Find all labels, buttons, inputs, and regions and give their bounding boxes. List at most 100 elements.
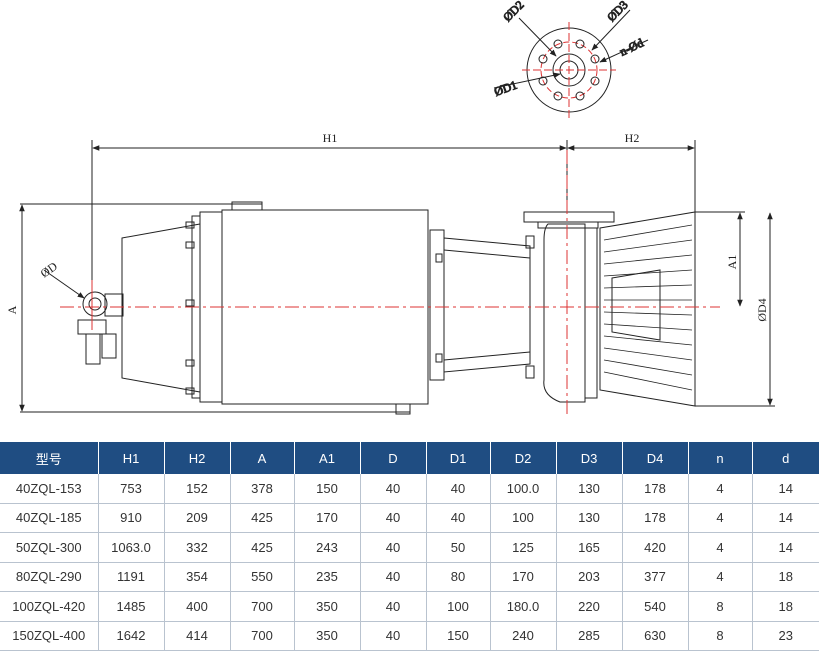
table-cell: 40 xyxy=(360,591,427,622)
header-n: n xyxy=(688,442,753,474)
table-cell: 700 xyxy=(230,591,295,622)
table-cell: 40 xyxy=(360,474,427,504)
specification-table: 型号 H1 H2 A A1 D D1 D2 D3 D4 n d 40ZQL-15… xyxy=(0,442,819,651)
flange-bolts xyxy=(185,221,195,395)
header-a: A xyxy=(230,442,295,474)
label-d2: ØD2 xyxy=(500,0,526,24)
pump-technical-drawing: ØD2 ØD3 n-Ød ØD1 xyxy=(5,0,775,418)
table-cell: 40 xyxy=(360,621,427,651)
table-cell: 4 xyxy=(688,503,753,533)
table-cell: 14 xyxy=(752,503,819,533)
table-row: 100ZQL-420 1485 400 700 350 40 100 180.0… xyxy=(0,591,819,622)
table-cell: 18 xyxy=(752,562,819,592)
outlet-flange xyxy=(523,211,615,223)
table-cell: 180.0 xyxy=(490,591,557,622)
table-cell: 8 xyxy=(688,591,753,622)
label-a1: A1 xyxy=(725,255,739,270)
table-cell: 700 xyxy=(230,621,295,651)
flange-detail: ØD2 ØD3 n-Ød ØD1 xyxy=(492,0,649,120)
flange-bolt-holes xyxy=(538,39,600,101)
table-cell: 150ZQL-400 xyxy=(0,621,99,651)
header-d: D xyxy=(360,442,427,474)
table-cell: 285 xyxy=(556,621,623,651)
table-cell: 40 xyxy=(360,562,427,592)
inlet-strainer xyxy=(599,211,696,407)
header-d2: D2 xyxy=(490,442,557,474)
pump-side-view xyxy=(20,140,720,418)
volute-casing xyxy=(543,223,586,403)
table-cell: 203 xyxy=(556,562,623,592)
table-cell: 80ZQL-290 xyxy=(0,562,99,592)
table-cell: 1063.0 xyxy=(98,532,165,563)
table-cell: 40 xyxy=(426,503,491,533)
table-cell: 540 xyxy=(622,591,689,622)
header-model: 型号 xyxy=(0,442,99,474)
table-header-row: 型号 H1 H2 A A1 D D1 D2 D3 D4 n d xyxy=(0,442,819,474)
table-cell: 1642 xyxy=(98,621,165,651)
table-cell: 550 xyxy=(230,562,295,592)
table-cell: 400 xyxy=(164,591,231,622)
table-cell: 40ZQL-153 xyxy=(0,474,99,504)
table-cell: 50ZQL-300 xyxy=(0,532,99,563)
table-cell: 14 xyxy=(752,474,819,504)
table-row: 80ZQL-290 1191 354 550 235 40 80 170 203… xyxy=(0,562,819,592)
table-cell: 4 xyxy=(688,562,753,592)
table-cell: 354 xyxy=(164,562,231,592)
table-cell: 235 xyxy=(294,562,361,592)
table-cell: 178 xyxy=(622,503,689,533)
label-nd: n-Ød xyxy=(617,36,645,59)
table-cell: 332 xyxy=(164,532,231,563)
header-d4: D4 xyxy=(622,442,689,474)
table-cell: 4 xyxy=(688,532,753,563)
table-cell: 150 xyxy=(294,474,361,504)
table-cell: 165 xyxy=(556,532,623,563)
table-cell: 420 xyxy=(622,532,689,563)
table-cell: 425 xyxy=(230,503,295,533)
table-cell: 14 xyxy=(752,532,819,563)
table-cell: 240 xyxy=(490,621,557,651)
table-cell: 18 xyxy=(752,591,819,622)
label-d: ØD xyxy=(38,259,61,281)
table-cell: 80 xyxy=(426,562,491,592)
bracket-body xyxy=(443,237,531,373)
table-cell: 40ZQL-185 xyxy=(0,503,99,533)
table-cell: 178 xyxy=(622,474,689,504)
table-cell: 170 xyxy=(490,562,557,592)
table-cell: 630 xyxy=(622,621,689,651)
label-d1: ØD1 xyxy=(492,78,519,99)
table-cell: 243 xyxy=(294,532,361,563)
table-cell: 350 xyxy=(294,591,361,622)
table-cell: 220 xyxy=(556,591,623,622)
table-cell: 150 xyxy=(426,621,491,651)
header-a1: A1 xyxy=(294,442,361,474)
table-cell: 414 xyxy=(164,621,231,651)
label-d4: ØD4 xyxy=(755,298,769,321)
table-cell: 40 xyxy=(426,474,491,504)
table-cell: 377 xyxy=(622,562,689,592)
pump-drawing-svg: ØD2 ØD3 n-Ød ØD1 xyxy=(5,0,775,418)
header-h2: H2 xyxy=(164,442,231,474)
table-row: 40ZQL-185 910 209 425 170 40 40 100 130 … xyxy=(0,503,819,533)
cable-inlet xyxy=(77,291,124,365)
table-cell: 8 xyxy=(688,621,753,651)
table-cell: 50 xyxy=(426,532,491,563)
table-cell: 130 xyxy=(556,503,623,533)
header-d1: D1 xyxy=(426,442,491,474)
junction-cover xyxy=(121,223,201,393)
table-cell: 40 xyxy=(360,532,427,563)
strainer-slots xyxy=(603,224,693,391)
label-h2: H2 xyxy=(625,131,640,145)
dimension-lines xyxy=(19,145,775,412)
table-cell: 350 xyxy=(294,621,361,651)
table-cell: 100 xyxy=(490,503,557,533)
table-cell: 910 xyxy=(98,503,165,533)
table-cell: 40 xyxy=(360,503,427,533)
table-cell: 170 xyxy=(294,503,361,533)
table-cell: 1485 xyxy=(98,591,165,622)
bolt-circle xyxy=(540,41,598,99)
table-cell: 100.0 xyxy=(490,474,557,504)
label-h1: H1 xyxy=(323,131,338,145)
table-cell: 4 xyxy=(688,474,753,504)
table-cell: 125 xyxy=(490,532,557,563)
table-cell: 152 xyxy=(164,474,231,504)
